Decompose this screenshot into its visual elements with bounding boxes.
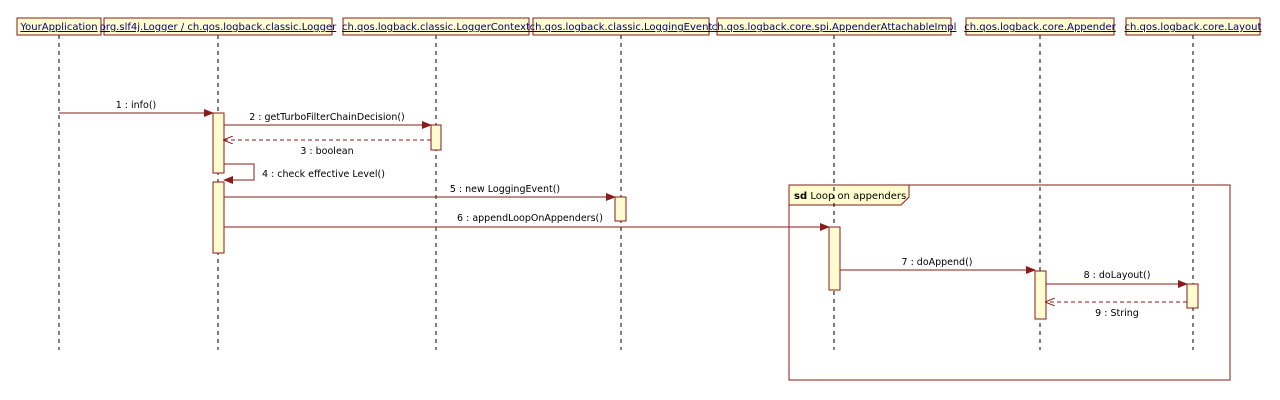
activation-aai — [828, 226, 841, 291]
message-7: 7 : doAppend() — [840, 257, 1036, 274]
lifeline-head-aai: ch.qos.logback.core.spi.AppenderAttachab… — [712, 17, 957, 36]
loop-fragment-frame — [788, 184, 1231, 381]
message-label: 6 : appendLoopOnAppenders() — [457, 213, 603, 224]
message-9: 9 : String — [1046, 302, 1187, 319]
lifeline-lines — [58, 35, 1194, 350]
message-label: 1 : info() — [116, 100, 157, 111]
lifeline-label: YourApplication — [19, 22, 97, 33]
activation-event — [614, 196, 627, 222]
message-label: 7 : doAppend() — [902, 257, 973, 268]
message-2: 2 : getTurboFilterChainDecision() — [224, 112, 432, 129]
activation-ctx — [430, 124, 442, 151]
lifeline-head-app: YourApplication — [16, 17, 102, 36]
lifeline-head-event: ch.qos.logback.classic.LoggingEvent — [530, 17, 713, 36]
lifeline-label: ch.qos.logback.classic.LoggerContext — [342, 22, 530, 33]
lifeline-label: ch.qos.logback.core.Appender — [964, 22, 1116, 33]
message-1: 1 : info() — [59, 100, 214, 117]
message-label: 2 : getTurboFilterChainDecision() — [249, 112, 405, 123]
lifeline-head-ctx: ch.qos.logback.classic.LoggerContext — [342, 17, 530, 36]
message-label: 3 : boolean — [300, 146, 353, 157]
message-label: 8 : doLayout() — [1084, 270, 1151, 281]
lifeline-head-layout: ch.qos.logback.core.Layout — [1125, 17, 1262, 36]
lifeline-head-logger: org.slf4j.Logger / ch.qos.logback.classi… — [100, 17, 337, 36]
loop-fragment-keyword: sd — [794, 191, 807, 202]
message-5: 5 : new LoggingEvent() — [224, 184, 616, 201]
message-8: 8 : doLayout() — [1046, 270, 1188, 288]
activation-logger-1 — [212, 112, 225, 174]
activation-logger-2 — [212, 181, 225, 254]
message-arrow — [223, 163, 255, 184]
loop-fragment: sd Loop on appenders — [788, 184, 1231, 381]
message-label: 9 : String — [1095, 308, 1139, 319]
activations — [212, 112, 1199, 320]
messages: 1 : info() 2 : getTurboFilterChainDecisi… — [59, 100, 1188, 319]
lifeline-label: ch.qos.logback.classic.LoggingEvent — [530, 22, 713, 33]
loop-fragment-name: Loop on appenders — [810, 191, 906, 202]
lifeline-label: ch.qos.logback.core.Layout — [1125, 22, 1262, 33]
activation-layout — [1186, 283, 1199, 309]
lifeline-head-appender: ch.qos.logback.core.Appender — [964, 17, 1117, 36]
message-label: 5 : new LoggingEvent() — [450, 184, 560, 195]
activation-appender — [1034, 270, 1047, 320]
message-3: 3 : boolean — [224, 140, 431, 157]
message-label: 4 : check effective Level() — [262, 169, 385, 180]
lifeline-label: org.slf4j.Logger / ch.qos.logback.classi… — [100, 22, 337, 33]
lifeline-label: ch.qos.logback.core.spi.AppenderAttachab… — [712, 22, 957, 33]
message-4: 4 : check effective Level() — [223, 163, 385, 184]
message-6: 6 : appendLoopOnAppenders() — [224, 213, 830, 231]
loop-fragment-label: sd Loop on appenders — [794, 191, 906, 202]
loop-fragment-tab — [788, 184, 910, 206]
